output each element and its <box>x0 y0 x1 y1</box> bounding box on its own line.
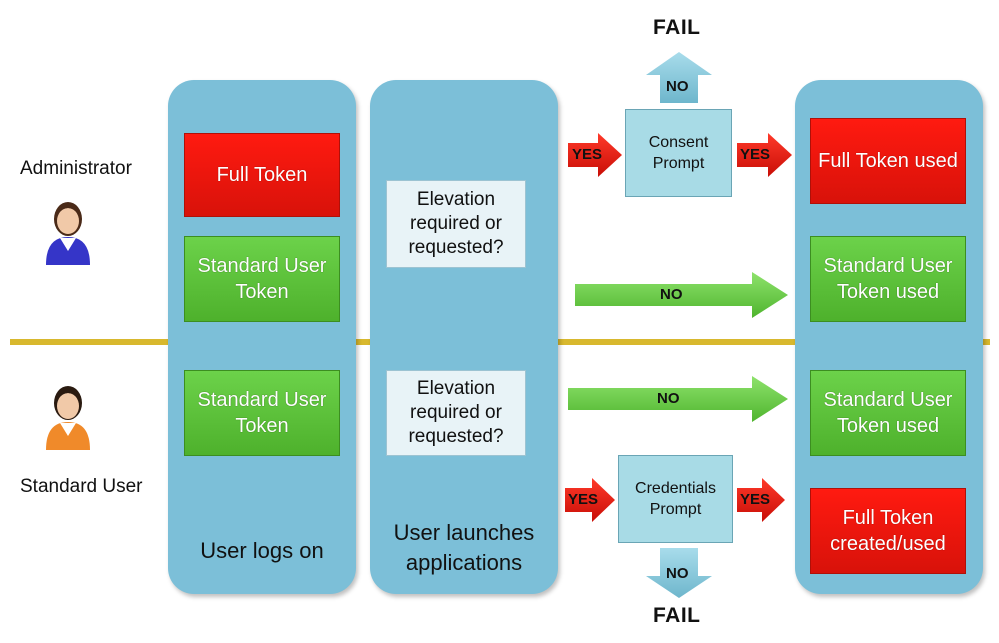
admin-elevation-question: Elevation required or requested? <box>386 180 526 268</box>
std-yes-label-right: YES <box>740 491 771 508</box>
admin-full-token-box: Full Token <box>184 133 340 217</box>
credentials-prompt-box: Credentials Prompt <box>618 455 733 543</box>
admin-no-label: NO <box>660 286 683 303</box>
administrator-avatar-icon <box>46 202 90 265</box>
admin-no-arrow <box>575 272 788 318</box>
std-yes-label-left: YES <box>568 491 599 508</box>
fail-up-no-label: NO <box>666 78 689 95</box>
std-full-token-used-box: Full Token created/used <box>810 488 966 574</box>
logon-column-label: User logs on <box>200 538 324 563</box>
admin-yes-label-right: YES <box>740 146 771 163</box>
std-yes-arrow-right <box>737 478 785 522</box>
admin-standard-token-box: Standard User Token <box>184 236 340 322</box>
admin-full-token-used-box: Full Token used <box>810 118 966 204</box>
fail-top-label: FAIL <box>653 16 701 39</box>
administrator-label: Administrator <box>20 158 132 179</box>
standard-user-label: Standard User <box>20 476 143 497</box>
admin-standard-token-used-box: Standard User Token used <box>810 236 966 322</box>
std-elevation-question: Elevation required or requested? <box>386 370 526 456</box>
std-no-label: NO <box>657 390 680 407</box>
consent-prompt-box: Consent Prompt <box>625 109 732 197</box>
launch-column <box>370 80 558 594</box>
std-yes-arrow-left <box>565 478 615 522</box>
admin-yes-arrow-left <box>568 133 622 177</box>
fail-up-arrow <box>646 52 712 103</box>
std-standard-token-used-box: Standard User Token used <box>810 370 966 456</box>
std-standard-token-box: Standard User Token <box>184 370 340 456</box>
fail-down-arrow <box>646 548 712 598</box>
admin-yes-label-left: YES <box>572 146 603 163</box>
launch-column-label: User launches applications <box>393 520 535 575</box>
fail-down-no-label: NO <box>666 565 689 582</box>
admin-yes-arrow-right <box>737 133 792 177</box>
standard-user-avatar-icon <box>46 386 90 450</box>
fail-bottom-label: FAIL <box>653 604 701 627</box>
std-no-arrow <box>568 376 788 422</box>
